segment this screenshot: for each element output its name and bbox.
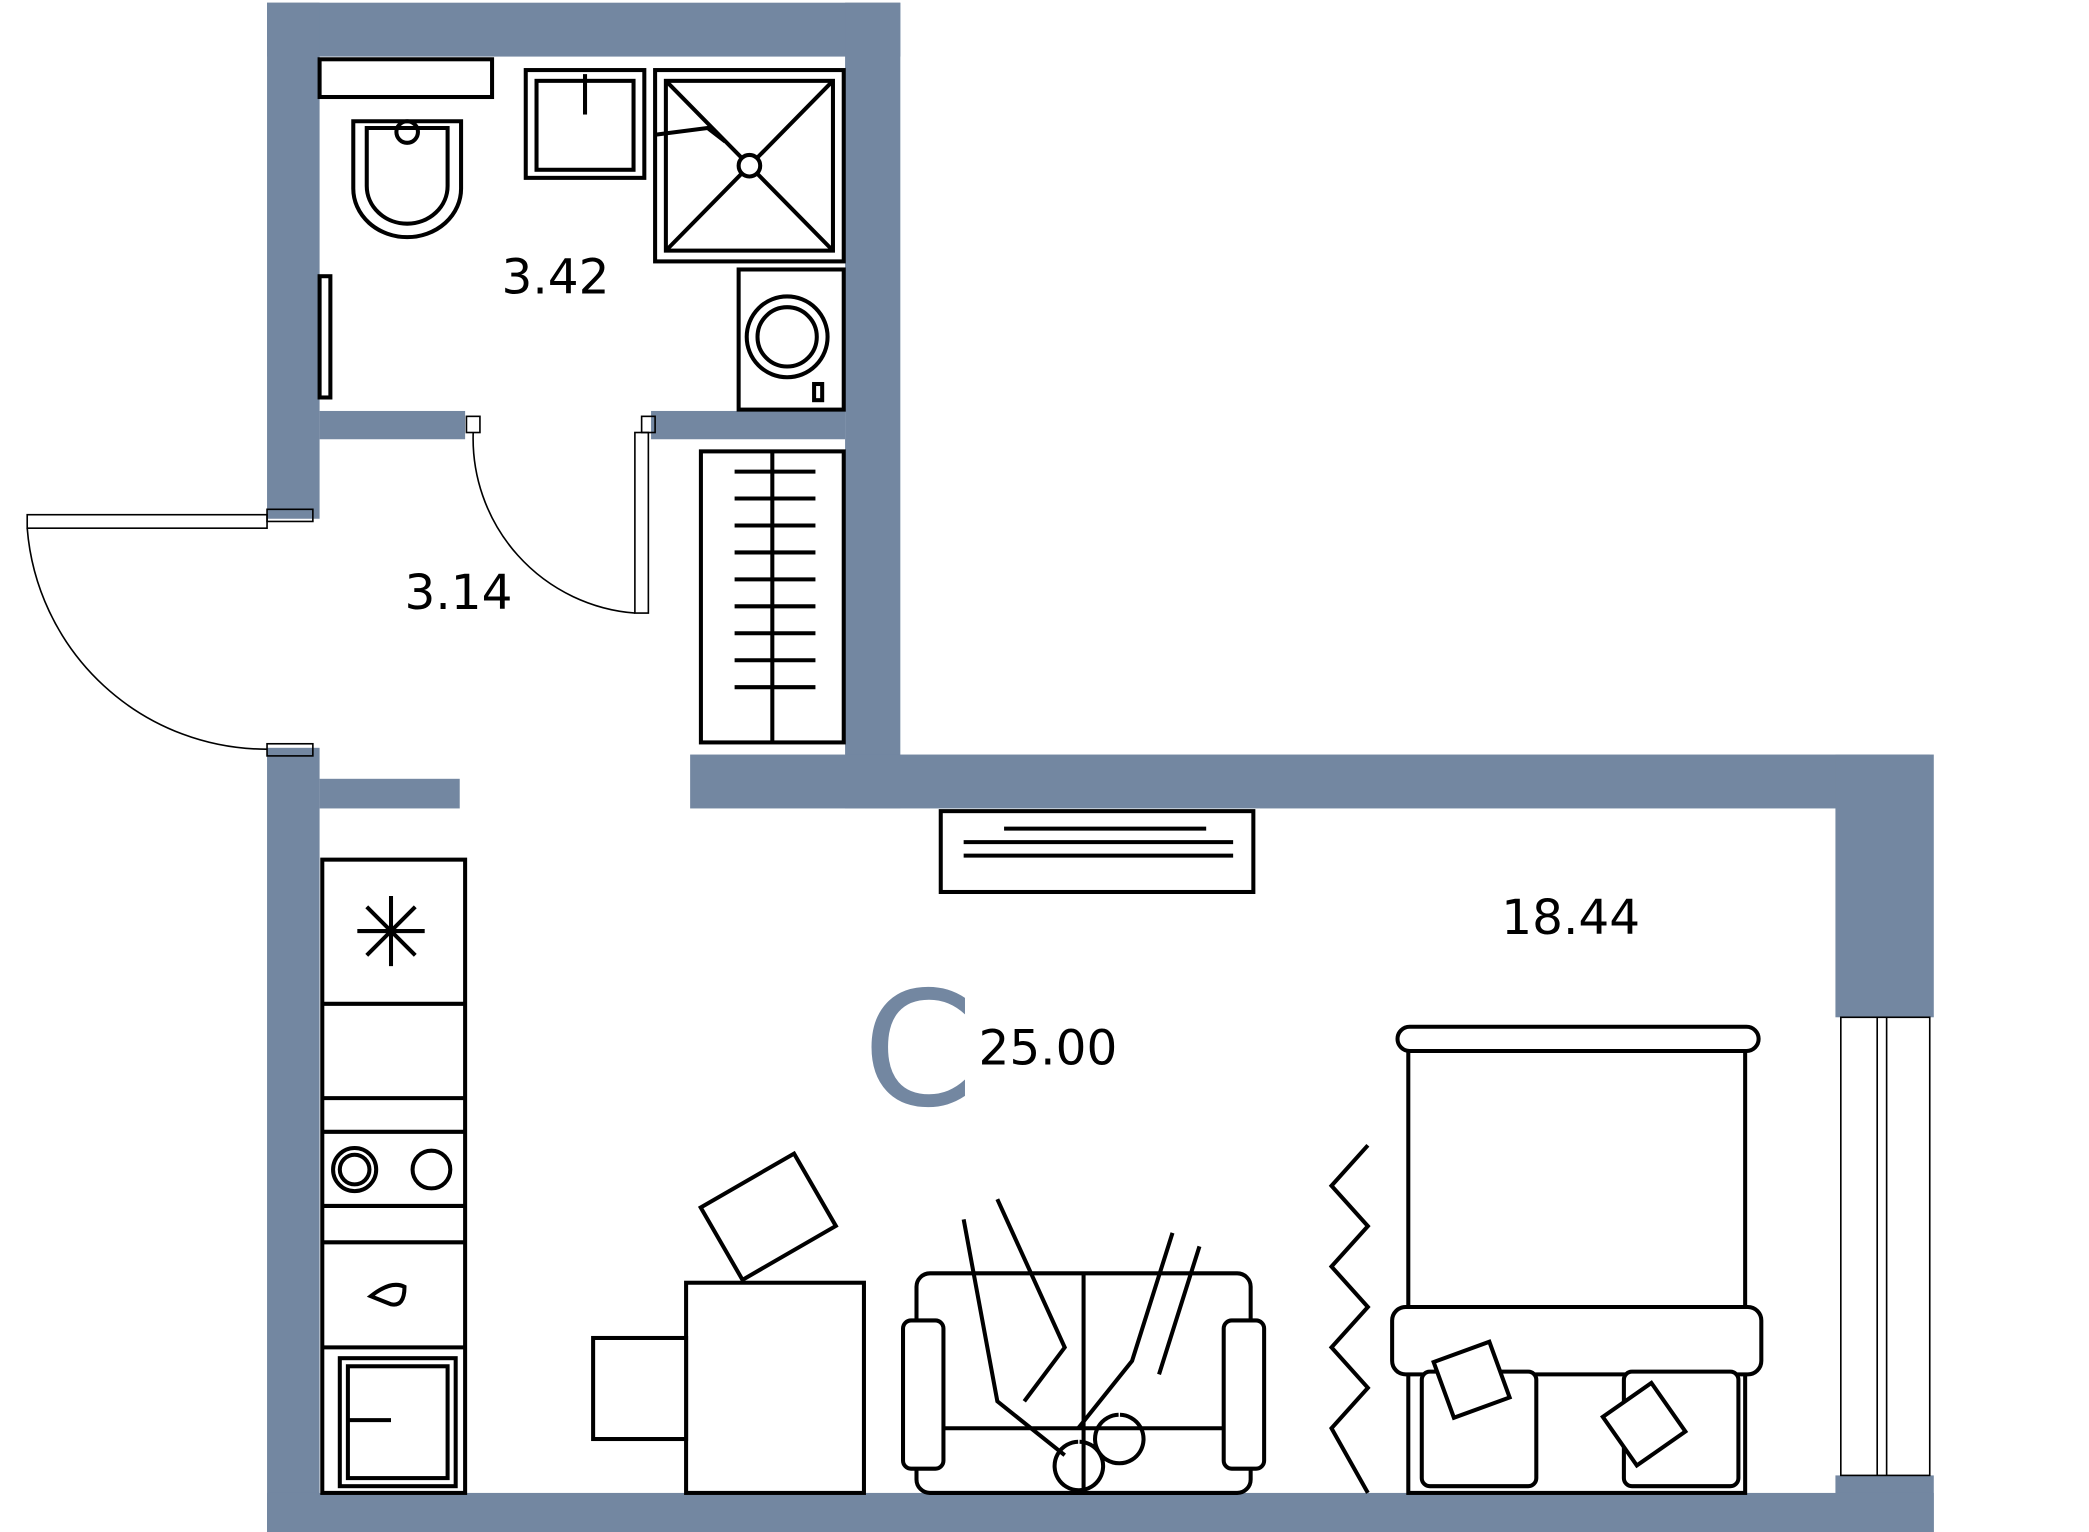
chair	[591, 1150, 839, 1442]
bathroom-door[interactable]	[465, 415, 656, 614]
towel-shelf	[317, 57, 495, 100]
tv-stand	[938, 809, 1256, 895]
towel-rail	[317, 274, 333, 400]
stove-burners	[331, 1145, 453, 1194]
walls	[267, 2, 1934, 1532]
bed	[1390, 1024, 1764, 1495]
desk	[684, 1280, 866, 1495]
bathroom-area: 3.42	[501, 250, 609, 306]
sink	[523, 68, 647, 180]
total-area: 25.00	[978, 1020, 1117, 1076]
zigzag-partition	[1328, 1143, 1371, 1494]
living-room-area: 18.44	[1501, 890, 1640, 946]
hallway-area: 3.14	[404, 565, 512, 621]
toilet	[351, 119, 464, 240]
washing-machine	[736, 267, 846, 412]
entrance-door[interactable]	[26, 508, 314, 757]
window	[1840, 1016, 1931, 1477]
apartment-type-letter: C	[863, 958, 974, 1143]
sink-drop-icon	[366, 1282, 407, 1307]
snowflake-icon	[357, 896, 425, 967]
sofa	[901, 1198, 1267, 1495]
shower-cabin	[653, 68, 846, 264]
wardrobe	[698, 449, 846, 745]
oven	[337, 1356, 458, 1489]
